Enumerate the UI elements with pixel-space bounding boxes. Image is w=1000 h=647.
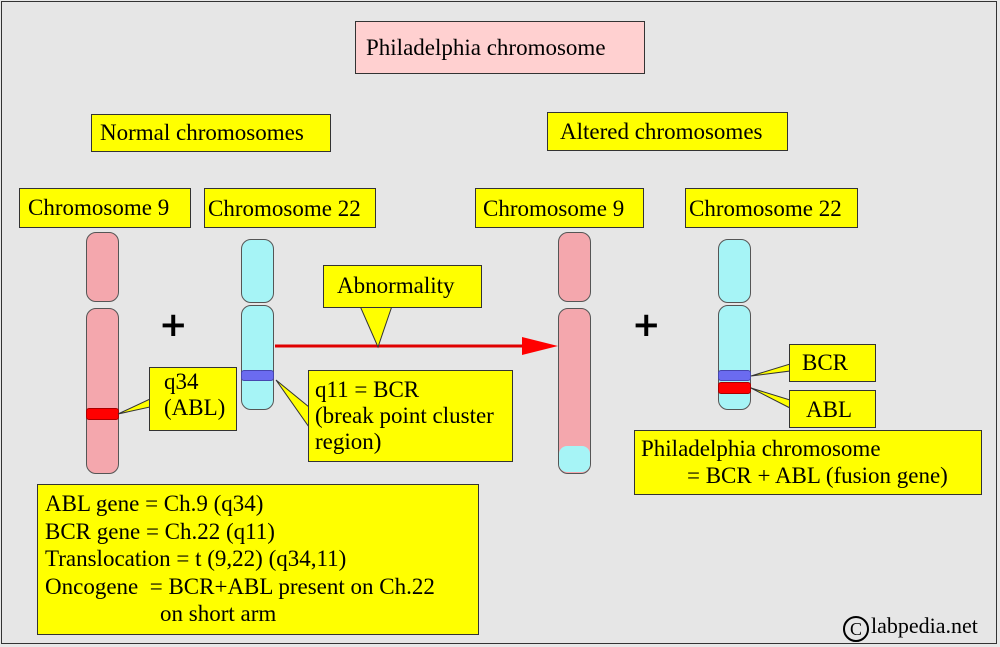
philadelphia-fusion-callout: Philadelphia chromosome = BCR + ABL (fus… [634,430,982,495]
abnormality-arrow-head [522,337,558,355]
summary-box: ABL gene = Ch.9 (q34) BCR gene = Ch.22 (… [37,484,479,635]
q34-abl-callout: q34 (ABL) [149,367,237,431]
watermark-text: labpedia.net [871,613,978,638]
normal-chromosomes-heading: Normal chromosomes [91,114,331,152]
q11-bcr-callout: q11 = BCR (break point cluster region) [308,370,513,462]
chromosome-9-short-arm [86,232,119,302]
abl-callout: ABL [789,390,876,428]
bcr-callout: BCR [789,344,876,382]
chromosome-22-short-arm [241,239,274,303]
normal-chromosome-9-label: Chromosome 9 [19,188,191,228]
copyright-icon: C [843,616,869,642]
altered-chromosome-9-label: Chromosome 9 [475,188,644,228]
q11-pointer [275,379,310,429]
altered-chromosomes-heading: Altered chromosomes [547,112,788,151]
fusion-bcr-band [718,370,751,381]
fusion-abl-band [718,382,751,394]
chromosome-22-long-arm [241,305,274,410]
q34-pointer [117,398,151,415]
chromosome-9-long-arm [86,308,119,474]
plus-sign-altered: + [632,305,661,345]
abnormality-pointer [359,305,393,349]
page-title: Philadelphia chromosome [355,21,645,74]
bcr-pointer [750,363,791,377]
abnormality-callout: Abnormality [323,265,482,308]
translocated-segment [559,446,590,472]
normal-chromosome-22-label: Chromosome 22 [204,188,376,228]
altered-chromosome-22-label: Chromosome 22 [685,188,858,228]
altered-chromosome-9-short-arm [558,232,591,302]
altered-chromosome-22-short-arm [718,239,751,303]
bcr-band [241,370,274,381]
plus-sign-normal: + [159,305,188,345]
abl-pointer [750,387,791,409]
